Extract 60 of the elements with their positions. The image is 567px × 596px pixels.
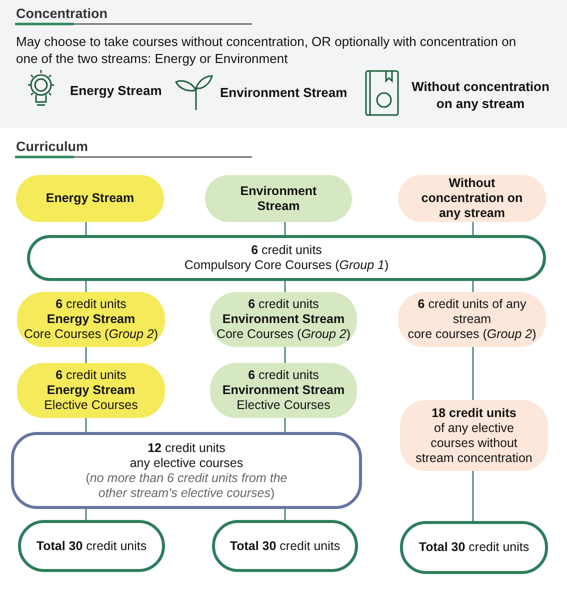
connector-line xyxy=(284,418,286,432)
node-text: Total 30 credit units xyxy=(36,538,147,554)
connector-line xyxy=(85,509,87,520)
node-text: Energy Stream xyxy=(44,191,136,206)
connector-line xyxy=(472,222,474,235)
node-text: Elective Courses xyxy=(236,398,330,413)
section-heading: Curriculum xyxy=(16,139,88,154)
section-heading: Concentration xyxy=(16,6,108,21)
legend-label: Energy Stream xyxy=(70,83,162,98)
node-text: (no more than 6 credit units from the other stream’s elective courses) xyxy=(84,470,288,500)
stream-pill xyxy=(205,175,352,222)
node-text: 6 credit units xyxy=(56,297,126,312)
course-pill xyxy=(400,400,548,471)
node-text: Energy Stream xyxy=(46,312,136,327)
node-text: 6 credit units xyxy=(56,368,126,383)
description-text: May choose to take courses without concentration, OR optionally with concentration on one of the two streams: Energy or Environment xyxy=(16,33,518,67)
node-text: 18 credit units xyxy=(432,406,516,420)
node-text: 6 credit units xyxy=(251,243,322,258)
total-pill xyxy=(18,520,165,572)
connector-line xyxy=(284,509,286,520)
node-text: Without concentration on any stream xyxy=(420,176,524,221)
node-text: 6 credit units xyxy=(248,297,319,312)
node-text: 12 credit units xyxy=(148,440,226,456)
node-text: of any elective courses without stream concentration xyxy=(414,420,534,466)
legend-label: Without concentration on any stream xyxy=(410,78,550,112)
course-pill xyxy=(398,292,546,347)
connector-line xyxy=(472,347,474,400)
node-text: Core Courses (Group 2) xyxy=(216,327,351,342)
course-pill xyxy=(17,363,165,418)
node-text: Environment Stream xyxy=(222,312,345,327)
connector-line xyxy=(472,471,474,521)
core-course-pill xyxy=(27,235,546,281)
node-text: any elective courses xyxy=(130,456,244,470)
node-text: Energy Stream xyxy=(46,383,136,398)
node-text: Total 30 credit units xyxy=(230,538,340,554)
node-text: Total 30 credit units xyxy=(418,540,530,555)
connector-line xyxy=(284,281,286,292)
node-text: Compulsory Core Courses (Group 1) xyxy=(184,258,389,273)
connector-line xyxy=(284,222,286,235)
node-text: Core Courses (Group 2) xyxy=(24,327,158,342)
node-text: 6 credit units xyxy=(248,368,319,383)
elective-pill xyxy=(11,432,362,509)
legend-label: Environment Stream xyxy=(220,85,348,100)
course-pill xyxy=(17,292,165,347)
course-pill xyxy=(210,292,357,347)
total-pill xyxy=(212,520,358,572)
node-text: Environment Stream xyxy=(239,184,318,214)
node-text: Environment Stream xyxy=(222,383,345,398)
stream-pill xyxy=(398,175,546,222)
connector-line xyxy=(85,418,87,432)
total-pill xyxy=(400,521,548,574)
connector-line xyxy=(85,281,87,292)
course-pill xyxy=(210,363,357,418)
stream-pill xyxy=(16,175,164,222)
connector-line xyxy=(472,281,474,292)
connector-line xyxy=(85,347,87,363)
connector-line xyxy=(284,347,286,363)
node-text: core courses (Group 2) xyxy=(408,327,536,342)
connector-line xyxy=(85,222,87,235)
node-text: Elective Courses xyxy=(44,398,138,413)
